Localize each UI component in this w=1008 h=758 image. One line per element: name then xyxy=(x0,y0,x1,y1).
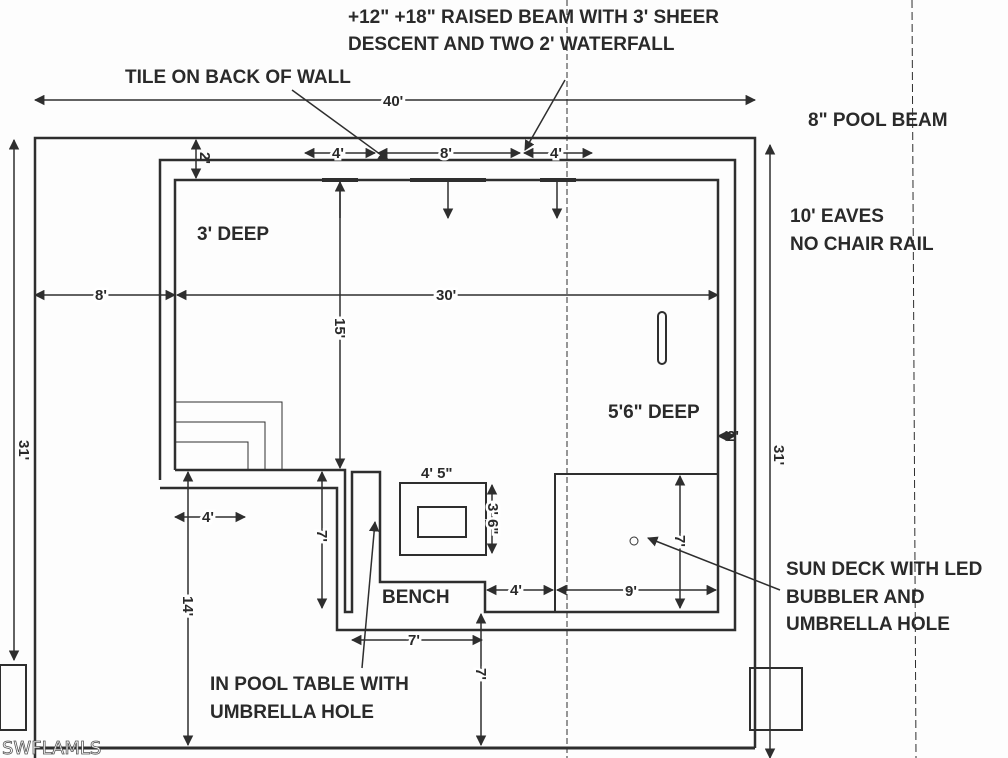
dim-label: 8' xyxy=(440,145,452,162)
watermark: SWFLAMLS xyxy=(2,738,101,758)
label-deep: 5'6" DEEP xyxy=(608,402,700,423)
dim-label: 40' xyxy=(383,93,403,110)
pool-table xyxy=(399,482,487,556)
dim-label: 31' xyxy=(770,445,787,465)
note-table: UMBRELLA HOLE xyxy=(210,702,374,723)
dim-label: 31' xyxy=(15,440,32,460)
dim-label: 7' xyxy=(472,668,489,680)
dim-label: 2' xyxy=(196,152,213,164)
dim-label: 15' xyxy=(331,318,348,338)
waterfalls xyxy=(322,178,576,220)
note-table: IN POOL TABLE WITH xyxy=(210,674,409,695)
dimension-lines xyxy=(8,79,781,758)
dim-label: 3' 6" xyxy=(484,503,501,535)
note-raised-beam: DESCENT AND TWO 2' WATERFALL xyxy=(348,34,675,55)
label-shallow: 3' DEEP xyxy=(197,224,269,245)
table-top xyxy=(417,506,467,538)
dim-label: 4' xyxy=(510,582,522,599)
pool-beam xyxy=(158,158,737,632)
fold-line xyxy=(911,0,917,758)
note-sundeck: UMBRELLA HOLE xyxy=(786,614,950,635)
note-eaves: NO CHAIR RAIL xyxy=(790,234,934,255)
steps xyxy=(175,401,283,470)
note-tile: TILE ON BACK OF WALL xyxy=(125,67,351,88)
dim-label: 4' 5" xyxy=(421,465,453,482)
dim-label: 7' xyxy=(671,535,688,547)
dim-label: 7' xyxy=(313,530,330,542)
dim-label: 7' xyxy=(408,632,420,649)
drain-slot xyxy=(657,311,667,365)
equipment-pad-left xyxy=(0,664,27,731)
note-sundeck: SUN DECK WITH LED xyxy=(786,559,982,580)
dim-label: 4' xyxy=(550,145,562,162)
note-sundeck: BUBBLER AND xyxy=(786,587,925,608)
umbrella-hole-icon xyxy=(629,536,639,546)
sun-deck xyxy=(554,473,718,612)
dim-label: 14' xyxy=(179,596,196,616)
dim-label: 8' xyxy=(95,287,107,304)
dim-label: 4' xyxy=(332,145,344,162)
note-raised-beam: +12" +18" RAISED BEAM WITH 3' SHEER xyxy=(348,7,719,28)
pool-interior xyxy=(173,178,720,614)
dim-label: 9' xyxy=(625,583,637,600)
dim-label: 30' xyxy=(436,287,456,304)
equipment-pad xyxy=(749,667,803,731)
label-bench: BENCH xyxy=(382,587,450,608)
dim-label: 4' xyxy=(202,509,214,526)
dim-label: 2' xyxy=(727,428,739,445)
note-pool-beam: 8" POOL BEAM xyxy=(808,110,948,131)
deck-outline xyxy=(33,136,757,758)
note-eaves: 10' EAVES xyxy=(790,206,884,227)
